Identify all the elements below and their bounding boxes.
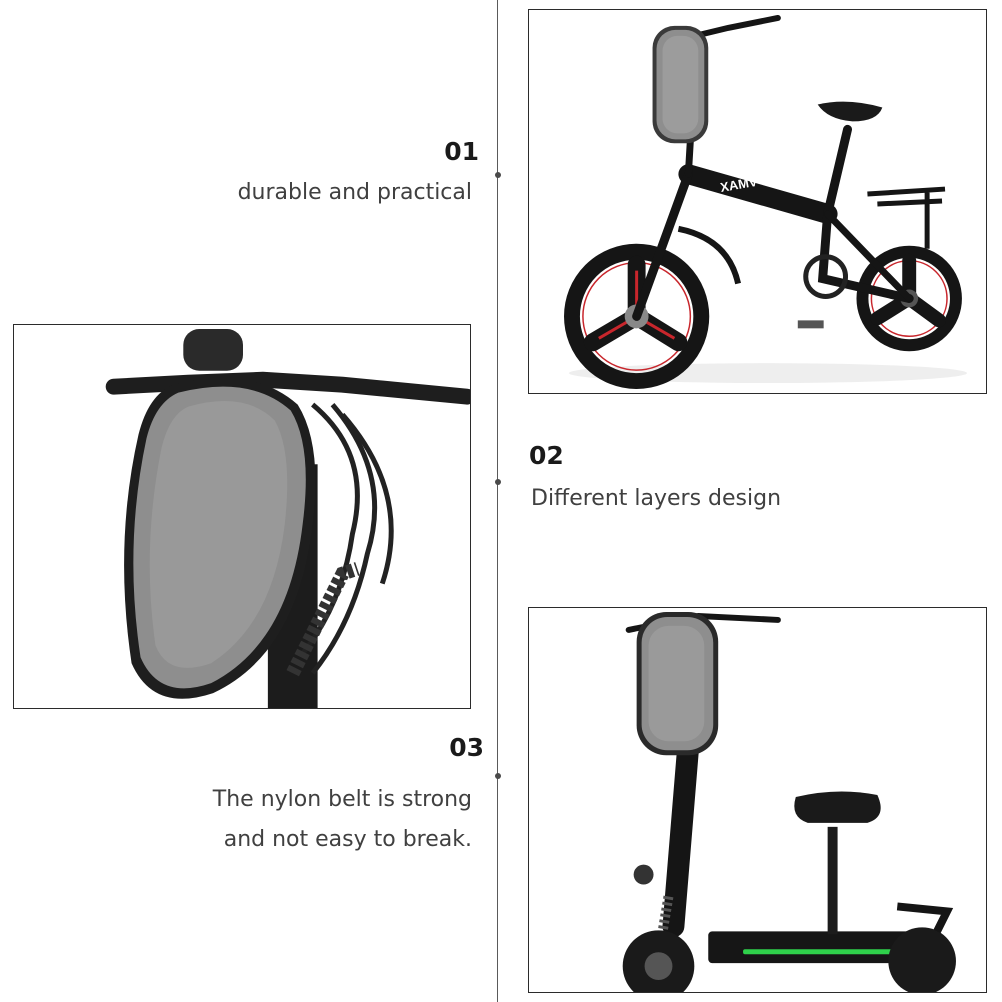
scooter-with-bag-photo xyxy=(528,607,987,993)
cables xyxy=(300,402,394,675)
feature-number-02: 02 xyxy=(529,441,564,470)
timeline-dot-2 xyxy=(495,479,501,485)
bicycle-with-bag-photo: XAMV xyxy=(528,9,987,394)
timeline-dot-3 xyxy=(495,773,501,779)
handlebar-bag xyxy=(652,25,709,144)
feature-number-01: 01 xyxy=(444,137,479,166)
bike-seat xyxy=(817,101,883,122)
feature-text-01: durable and practical xyxy=(237,180,472,205)
handlebar xyxy=(105,371,470,405)
scooter-illustration xyxy=(529,608,986,992)
feature-text-03-line1: The nylon belt is strong xyxy=(212,787,472,812)
scooter-deck xyxy=(708,931,918,964)
display-unit xyxy=(183,328,243,371)
nylon-strap xyxy=(286,562,360,677)
timeline-line xyxy=(497,0,498,1002)
feature-text-03-line2: and not easy to break. xyxy=(223,827,472,852)
rear-wheel xyxy=(888,927,956,992)
front-wheel xyxy=(564,243,710,390)
deck-led-strip xyxy=(743,949,893,955)
handlebar-bag-closeup-photo xyxy=(13,324,471,709)
timeline-dot-1 xyxy=(495,172,501,178)
scooter-seat xyxy=(794,791,881,823)
handlebar-bag xyxy=(124,378,316,699)
feature-number-03: 03 xyxy=(449,733,484,762)
frame-brand-text: XAMV xyxy=(719,174,759,195)
feature-text-02: Different layers design xyxy=(531,486,782,511)
handlebar-bag xyxy=(636,611,719,756)
bicycle-illustration: XAMV xyxy=(529,10,986,393)
bag-closeup-illustration xyxy=(14,325,470,708)
